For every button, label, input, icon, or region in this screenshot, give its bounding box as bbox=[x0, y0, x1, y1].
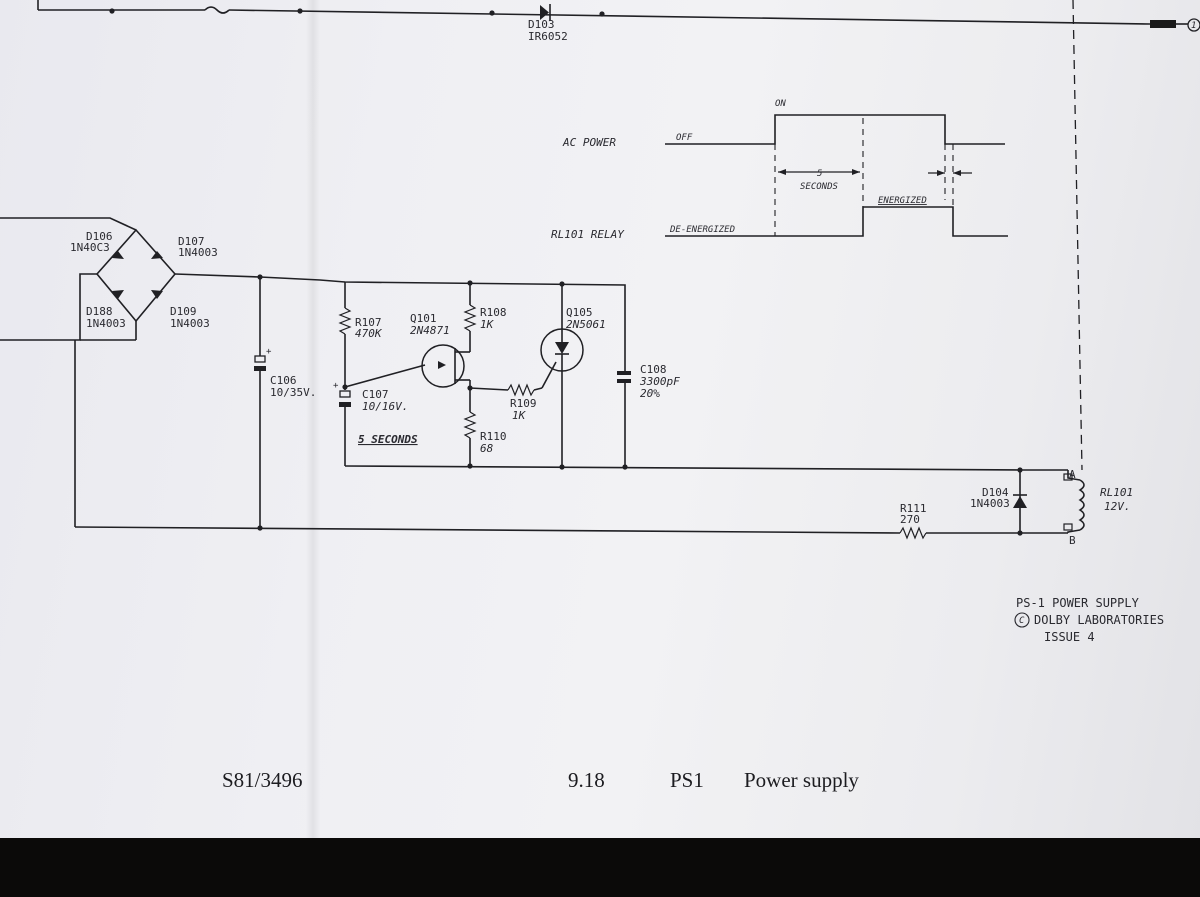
bridge-rectifier bbox=[0, 217, 261, 341]
relay-linkage-line bbox=[1072, 0, 1083, 471]
svg-text:+: + bbox=[333, 381, 339, 391]
title-block: PS-1 POWER SUPPLY C DOLBY LABORATORIES I… bbox=[1014, 596, 1164, 644]
d107-ref: D107 bbox=[178, 235, 205, 248]
connector-1: 1 bbox=[1187, 18, 1200, 32]
on-label: ON bbox=[775, 99, 786, 109]
resistor-r109 bbox=[469, 361, 557, 397]
r108-ref: R108 bbox=[480, 306, 507, 319]
resistor-r107 bbox=[338, 282, 352, 390]
c107-value: 10/16V. bbox=[362, 400, 408, 413]
r110-ref: R110 bbox=[480, 430, 507, 443]
resistor-r108 bbox=[463, 283, 477, 352]
copyright-icon bbox=[1014, 612, 1030, 628]
d103-value: IR6052 bbox=[528, 30, 568, 43]
q101-ref: Q101 bbox=[410, 312, 437, 325]
c108-ref: C108 bbox=[640, 363, 667, 376]
rl101-ref: RL101 bbox=[1100, 486, 1133, 499]
capacitor-c107: + bbox=[333, 381, 351, 466]
r111-value: 270 bbox=[900, 513, 920, 526]
resistor-r111 bbox=[899, 526, 1068, 540]
deenergized-label: DE-ENERGIZED bbox=[669, 225, 735, 235]
terminal-b: B bbox=[1069, 534, 1076, 547]
d107-value: 1N4003 bbox=[178, 246, 218, 259]
d104-value: 1N4003 bbox=[970, 497, 1010, 510]
timing-note: 5 SECONDS bbox=[358, 433, 418, 446]
title-line3: ISSUE 4 bbox=[1044, 630, 1095, 644]
negative-rail bbox=[74, 526, 901, 534]
energized-label: ENERGIZED bbox=[878, 196, 927, 206]
d103-ref: D103 bbox=[528, 18, 555, 31]
page-fold bbox=[306, 0, 320, 840]
diode-d104 bbox=[1013, 470, 1027, 533]
r110-value: 68 bbox=[480, 442, 494, 455]
c107-ref: C107 bbox=[362, 388, 389, 401]
relay-drive-wire bbox=[344, 465, 1021, 471]
c108-value: 3300pF bbox=[639, 375, 680, 388]
c106-value: 10/35V. bbox=[270, 386, 316, 399]
title-line1: PS-1 POWER SUPPLY bbox=[1016, 596, 1140, 610]
r109-ref: R109 bbox=[510, 397, 537, 410]
d106-value: 1N40C3 bbox=[70, 241, 110, 254]
r107-value: 470K bbox=[355, 327, 383, 340]
d109-ref: D109 bbox=[170, 305, 197, 318]
terminal-a: A bbox=[1069, 468, 1076, 481]
section-code: PS1 bbox=[670, 768, 704, 792]
page-footer: S81/3496 9.18 PS1 Power supply bbox=[222, 768, 859, 792]
section-title: Power supply bbox=[744, 768, 859, 792]
svg-text:+: + bbox=[266, 347, 272, 357]
title-line2: DOLBY LABORATORIES bbox=[1034, 613, 1164, 627]
doc-number: S81/3496 bbox=[222, 768, 303, 792]
q105-value: 2N5061 bbox=[566, 318, 606, 331]
page-number: 9.18 bbox=[568, 768, 605, 792]
resistor-r110 bbox=[463, 380, 477, 466]
desk-background bbox=[0, 838, 1200, 897]
connector-ref: 1 bbox=[1191, 21, 1196, 31]
ac-power-label: AC POWER bbox=[562, 136, 616, 149]
q105-ref: Q105 bbox=[566, 306, 593, 319]
r109-value: 1K bbox=[512, 409, 527, 422]
seconds-value: 5 bbox=[817, 169, 822, 179]
q101-value: 2N4871 bbox=[410, 324, 450, 337]
d104-ref: D104 bbox=[982, 486, 1009, 499]
relay-label: RL101 RELAY bbox=[551, 228, 625, 241]
d109-value: 1N4003 bbox=[170, 317, 210, 330]
rl101-value: 12V. bbox=[1104, 500, 1131, 513]
timing-diagram bbox=[665, 114, 1008, 237]
top-wire bbox=[37, 0, 1188, 28]
ac-power-waveform bbox=[665, 114, 1005, 145]
relay-rl101 bbox=[1020, 469, 1085, 533]
off-label: OFF bbox=[676, 133, 693, 143]
r111-ref: R111 bbox=[900, 502, 927, 515]
c108-tolerance: 20% bbox=[640, 387, 660, 400]
seconds-unit: SECONDS bbox=[800, 182, 839, 192]
d108-value: 1N4003 bbox=[86, 317, 126, 330]
copyright-symbol: C bbox=[1019, 616, 1025, 626]
capacitor-c108 bbox=[617, 360, 631, 466]
thyristor-q105 bbox=[540, 284, 584, 466]
transistor-q101 bbox=[421, 344, 470, 388]
relay-waveform bbox=[665, 206, 1008, 237]
r108-value: 1K bbox=[480, 318, 495, 331]
capacitor-c106: + bbox=[254, 277, 272, 528]
d108-ref: D188 bbox=[86, 305, 113, 318]
r107-ref: R107 bbox=[355, 316, 382, 329]
d106-ref: D106 bbox=[86, 230, 113, 243]
diode-d103: D103 IR6052 bbox=[528, 4, 568, 43]
c106-ref: C106 bbox=[270, 374, 297, 387]
